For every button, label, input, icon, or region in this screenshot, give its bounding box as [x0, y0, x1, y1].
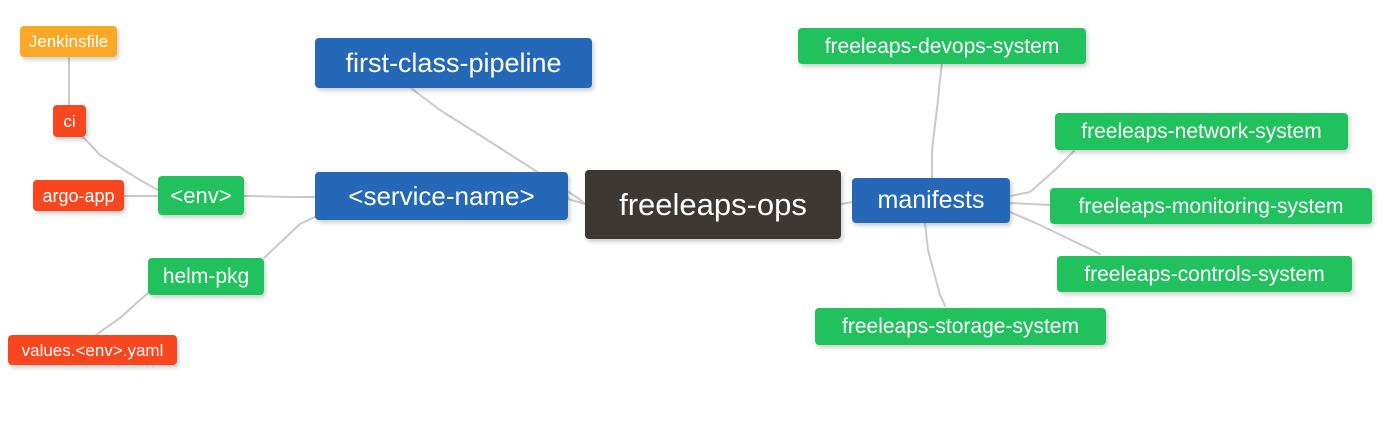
mindmap-node-freeleaps-storage-system[interactable]: freeleaps-storage-system: [815, 308, 1106, 345]
mindmap-node-manifests[interactable]: manifests: [852, 178, 1010, 223]
mindmap-node-label: Jenkinsfile: [28, 32, 109, 51]
mindmap-node-label: freeleaps-devops-system: [824, 34, 1060, 58]
edge-manifests-to-freeleaps-controls-system: [1009, 211, 1101, 255]
mindmap-node-first-class-pipeline[interactable]: first-class-pipeline: [315, 38, 592, 88]
mindmap-node-label: freeleaps-storage-system: [842, 315, 1079, 338]
edge-service-name-to-helm-pkg: [263, 216, 316, 259]
edge-freeleaps-ops-to-manifests: [840, 201, 853, 205]
mindmap-node-label: freeleaps-monitoring-system: [1078, 194, 1344, 218]
mindmap-node-label: helm-pkg: [162, 265, 250, 288]
mindmap-node-label: freeleaps-controls-system: [1084, 262, 1325, 286]
mindmap-node-service-name[interactable]: <service-name>: [315, 172, 568, 220]
edge-env-to-ci: [81, 136, 159, 191]
mindmap-node-label: first-class-pipeline: [345, 47, 562, 78]
mindmap-node-freeleaps-network-system[interactable]: freeleaps-network-system: [1055, 113, 1348, 150]
edge-manifests-to-freeleaps-devops-system: [931, 63, 943, 179]
mindmap-node-freeleaps-devops-system[interactable]: freeleaps-devops-system: [798, 28, 1086, 64]
edge-manifests-to-freeleaps-storage-system: [924, 222, 946, 307]
mindmap-node-label: freeleaps-network-system: [1081, 120, 1322, 143]
mindmap-node-argo-app[interactable]: argo-app: [33, 180, 124, 211]
edge-freeleaps-ops-to-service-name: [567, 196, 586, 205]
mindmap-node-label: <service-name>: [348, 181, 535, 211]
edge-freeleaps-ops-to-first-class-pipeline: [410, 87, 586, 205]
mindmap-node-label: manifests: [877, 186, 985, 214]
mindmap-node-jenkinsfile[interactable]: Jenkinsfile: [20, 26, 117, 57]
mindmap-node-ci[interactable]: ci: [53, 105, 86, 137]
mindmap-node-freeleaps-monitoring-system[interactable]: freeleaps-monitoring-system: [1050, 188, 1372, 224]
mindmap-node-label: argo-app: [42, 185, 115, 206]
mindmap-node-label: freeleaps-ops: [619, 187, 807, 222]
mindmap-node-freeleaps-controls-system[interactable]: freeleaps-controls-system: [1057, 256, 1352, 292]
mindmap-node-label: <env>: [170, 182, 232, 208]
edge-manifests-to-freeleaps-network-system: [1009, 150, 1075, 197]
mindmap-node-helm-pkg[interactable]: helm-pkg: [148, 258, 264, 295]
edge-helm-pkg-to-values-env-yaml: [94, 292, 149, 337]
edge-manifests-to-freeleaps-monitoring-system: [1009, 202, 1051, 206]
mindmap-node-values-env-yaml[interactable]: values.<env>.yaml: [8, 335, 177, 365]
edge-service-name-to-env: [243, 195, 316, 198]
mindmap-node-label: ci: [63, 111, 76, 131]
mindmap-node-env[interactable]: <env>: [158, 176, 244, 215]
mindmap-node-label: values.<env>.yaml: [21, 340, 164, 360]
mindmap-node-freeleaps-ops[interactable]: freeleaps-ops: [585, 170, 841, 239]
